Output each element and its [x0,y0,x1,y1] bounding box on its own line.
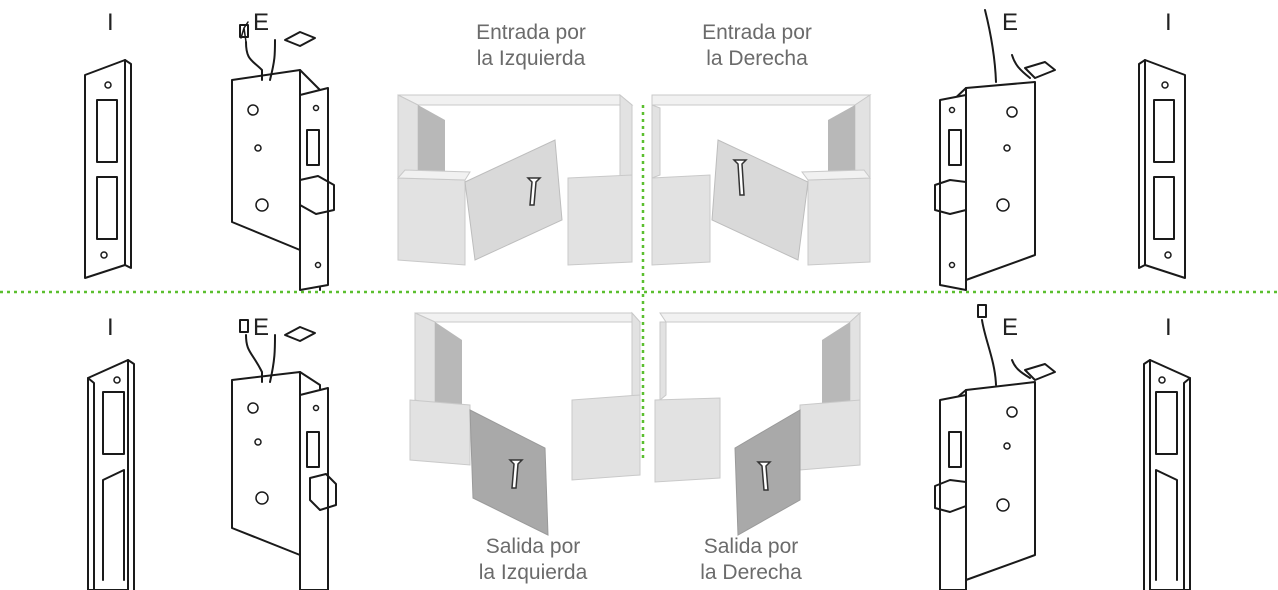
mortise-lock-bottom-left [231,319,337,590]
room-entrada-izquierda [396,93,634,266]
label-salida-derecha-line1: Salida por [704,535,799,558]
label-salida-izquierda-line2: la Izquierda [479,561,588,584]
marker-inside-top-right: I [1165,9,1172,36]
room-salida-izquierda [409,311,642,536]
mortise-lock-top-left [231,21,335,291]
marker-outside-bottom-left: E [253,314,269,341]
room-salida-derecha [654,311,862,536]
marker-inside-top-left: I [107,9,114,36]
mortise-lock-bottom-right [934,304,1056,590]
marker-inside-bottom-left: I [107,314,114,341]
label-entrada-izquierda-line2: la Izquierda [477,47,586,70]
strike-plate-bottom-left [87,359,135,590]
strike-plate-top-right [1138,59,1186,279]
mortise-lock-top-right [934,9,1056,291]
label-entrada-derecha-line2: la Derecha [706,47,808,70]
marker-inside-bottom-right: I [1165,314,1172,341]
label-salida-derecha-line2: la Derecha [700,561,802,584]
label-entrada-izquierda-line1: Entrada por [476,21,586,44]
strike-plate-top-left [84,59,132,279]
marker-outside-top-left: E [253,9,269,36]
strike-plate-bottom-right [1143,359,1191,590]
marker-outside-top-right: E [1002,9,1018,36]
label-salida-izquierda-line1: Salida por [486,535,581,558]
label-entrada-derecha-line1: Entrada por [702,21,812,44]
marker-outside-bottom-right: E [1002,314,1018,341]
room-entrada-derecha [651,94,872,266]
